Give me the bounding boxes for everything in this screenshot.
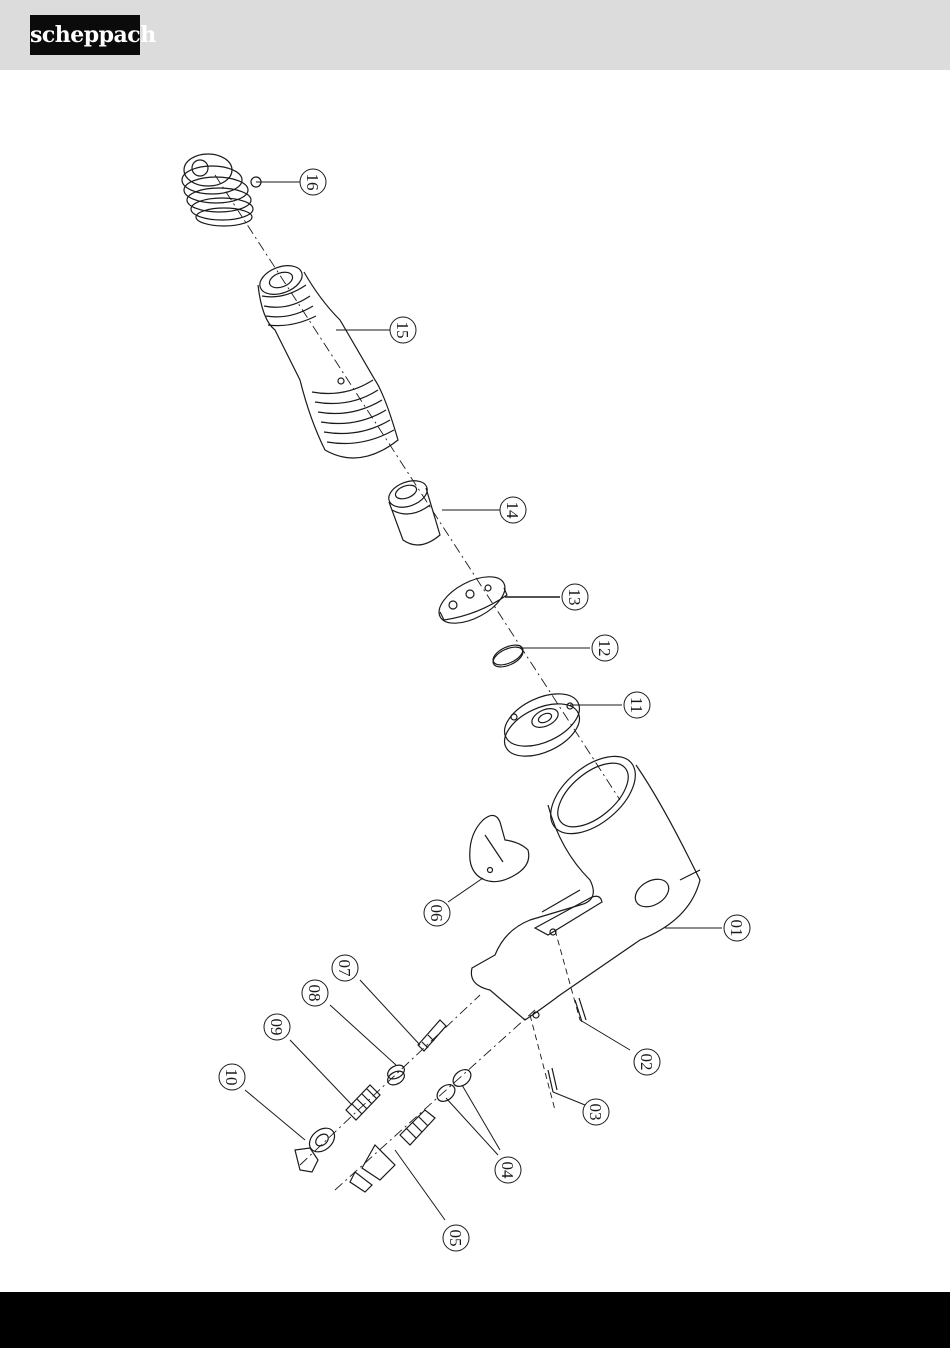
center-axis-side2 (555, 930, 580, 1020)
callout-01: 01 (727, 920, 746, 937)
callout-09: 09 (267, 1019, 286, 1036)
part-07-valve-pin (418, 1020, 446, 1051)
callout-10: 10 (222, 1069, 241, 1086)
exploded-view-diagram: 16 15 14 13 12 11 01 02 03 04 05 06 07 0… (0, 70, 950, 1292)
callout-07: 07 (335, 960, 354, 978)
callout-12: 12 (595, 640, 614, 657)
center-axis-side (530, 1015, 555, 1110)
part-12-washer (490, 641, 526, 669)
part-02-pin (575, 998, 586, 1022)
page-footer (0, 1292, 950, 1348)
part-05-inlet (350, 1110, 435, 1192)
scheppach-logo: scheppach (30, 15, 140, 55)
callout-13: 13 (565, 589, 584, 606)
part-04-seals (434, 1066, 474, 1105)
part-14-sleeve (385, 476, 440, 545)
part-01-housing (471, 741, 700, 1020)
part-15-cylinder (256, 260, 398, 458)
part-10-nut (295, 1123, 339, 1172)
page-header: scheppach (0, 0, 950, 70)
part-11-rotor (496, 683, 587, 767)
part-13-disc (432, 567, 512, 633)
callout-14: 14 (503, 502, 522, 520)
part-06-lever (470, 815, 529, 881)
callout-04: 04 (498, 1162, 517, 1180)
center-axis-upper (215, 175, 620, 800)
callout-02: 02 (637, 1054, 656, 1071)
callout-11: 11 (627, 697, 646, 713)
callout-06: 06 (427, 905, 446, 922)
callout-05: 05 (446, 1230, 465, 1247)
part-08-ball (385, 1062, 407, 1087)
callout-16: 16 (303, 174, 322, 191)
callout-15: 15 (393, 322, 412, 339)
callout-08: 08 (305, 985, 324, 1002)
part-09-spring (346, 1085, 380, 1120)
callout-03: 03 (586, 1104, 605, 1121)
part-16-spring (182, 154, 261, 226)
